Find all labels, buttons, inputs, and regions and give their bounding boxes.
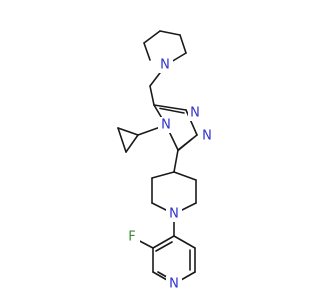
atom-n-triazole-4: N xyxy=(158,117,174,133)
svg-text:N: N xyxy=(161,118,171,133)
piperidine-ring xyxy=(151,149,197,215)
molecule-structure: N N N N N F N xyxy=(117,30,215,292)
atom-n-triazole-1: N xyxy=(199,128,215,144)
atom-n-pyridine: N xyxy=(166,276,182,292)
svg-text:N: N xyxy=(202,129,212,144)
atom-n-triazole-2: N xyxy=(188,105,202,121)
pyridine-ring xyxy=(131,213,196,285)
svg-text:N: N xyxy=(190,106,200,121)
atom-fluorine: F xyxy=(124,229,140,245)
pyrrolidine-ring xyxy=(143,30,187,66)
svg-text:F: F xyxy=(128,230,135,245)
atom-n-piperidine: N xyxy=(166,206,182,222)
svg-text:N: N xyxy=(160,58,170,73)
atom-n-pyrrolidine: N xyxy=(157,57,173,73)
svg-text:N: N xyxy=(169,207,179,222)
svg-text:N: N xyxy=(169,277,179,292)
